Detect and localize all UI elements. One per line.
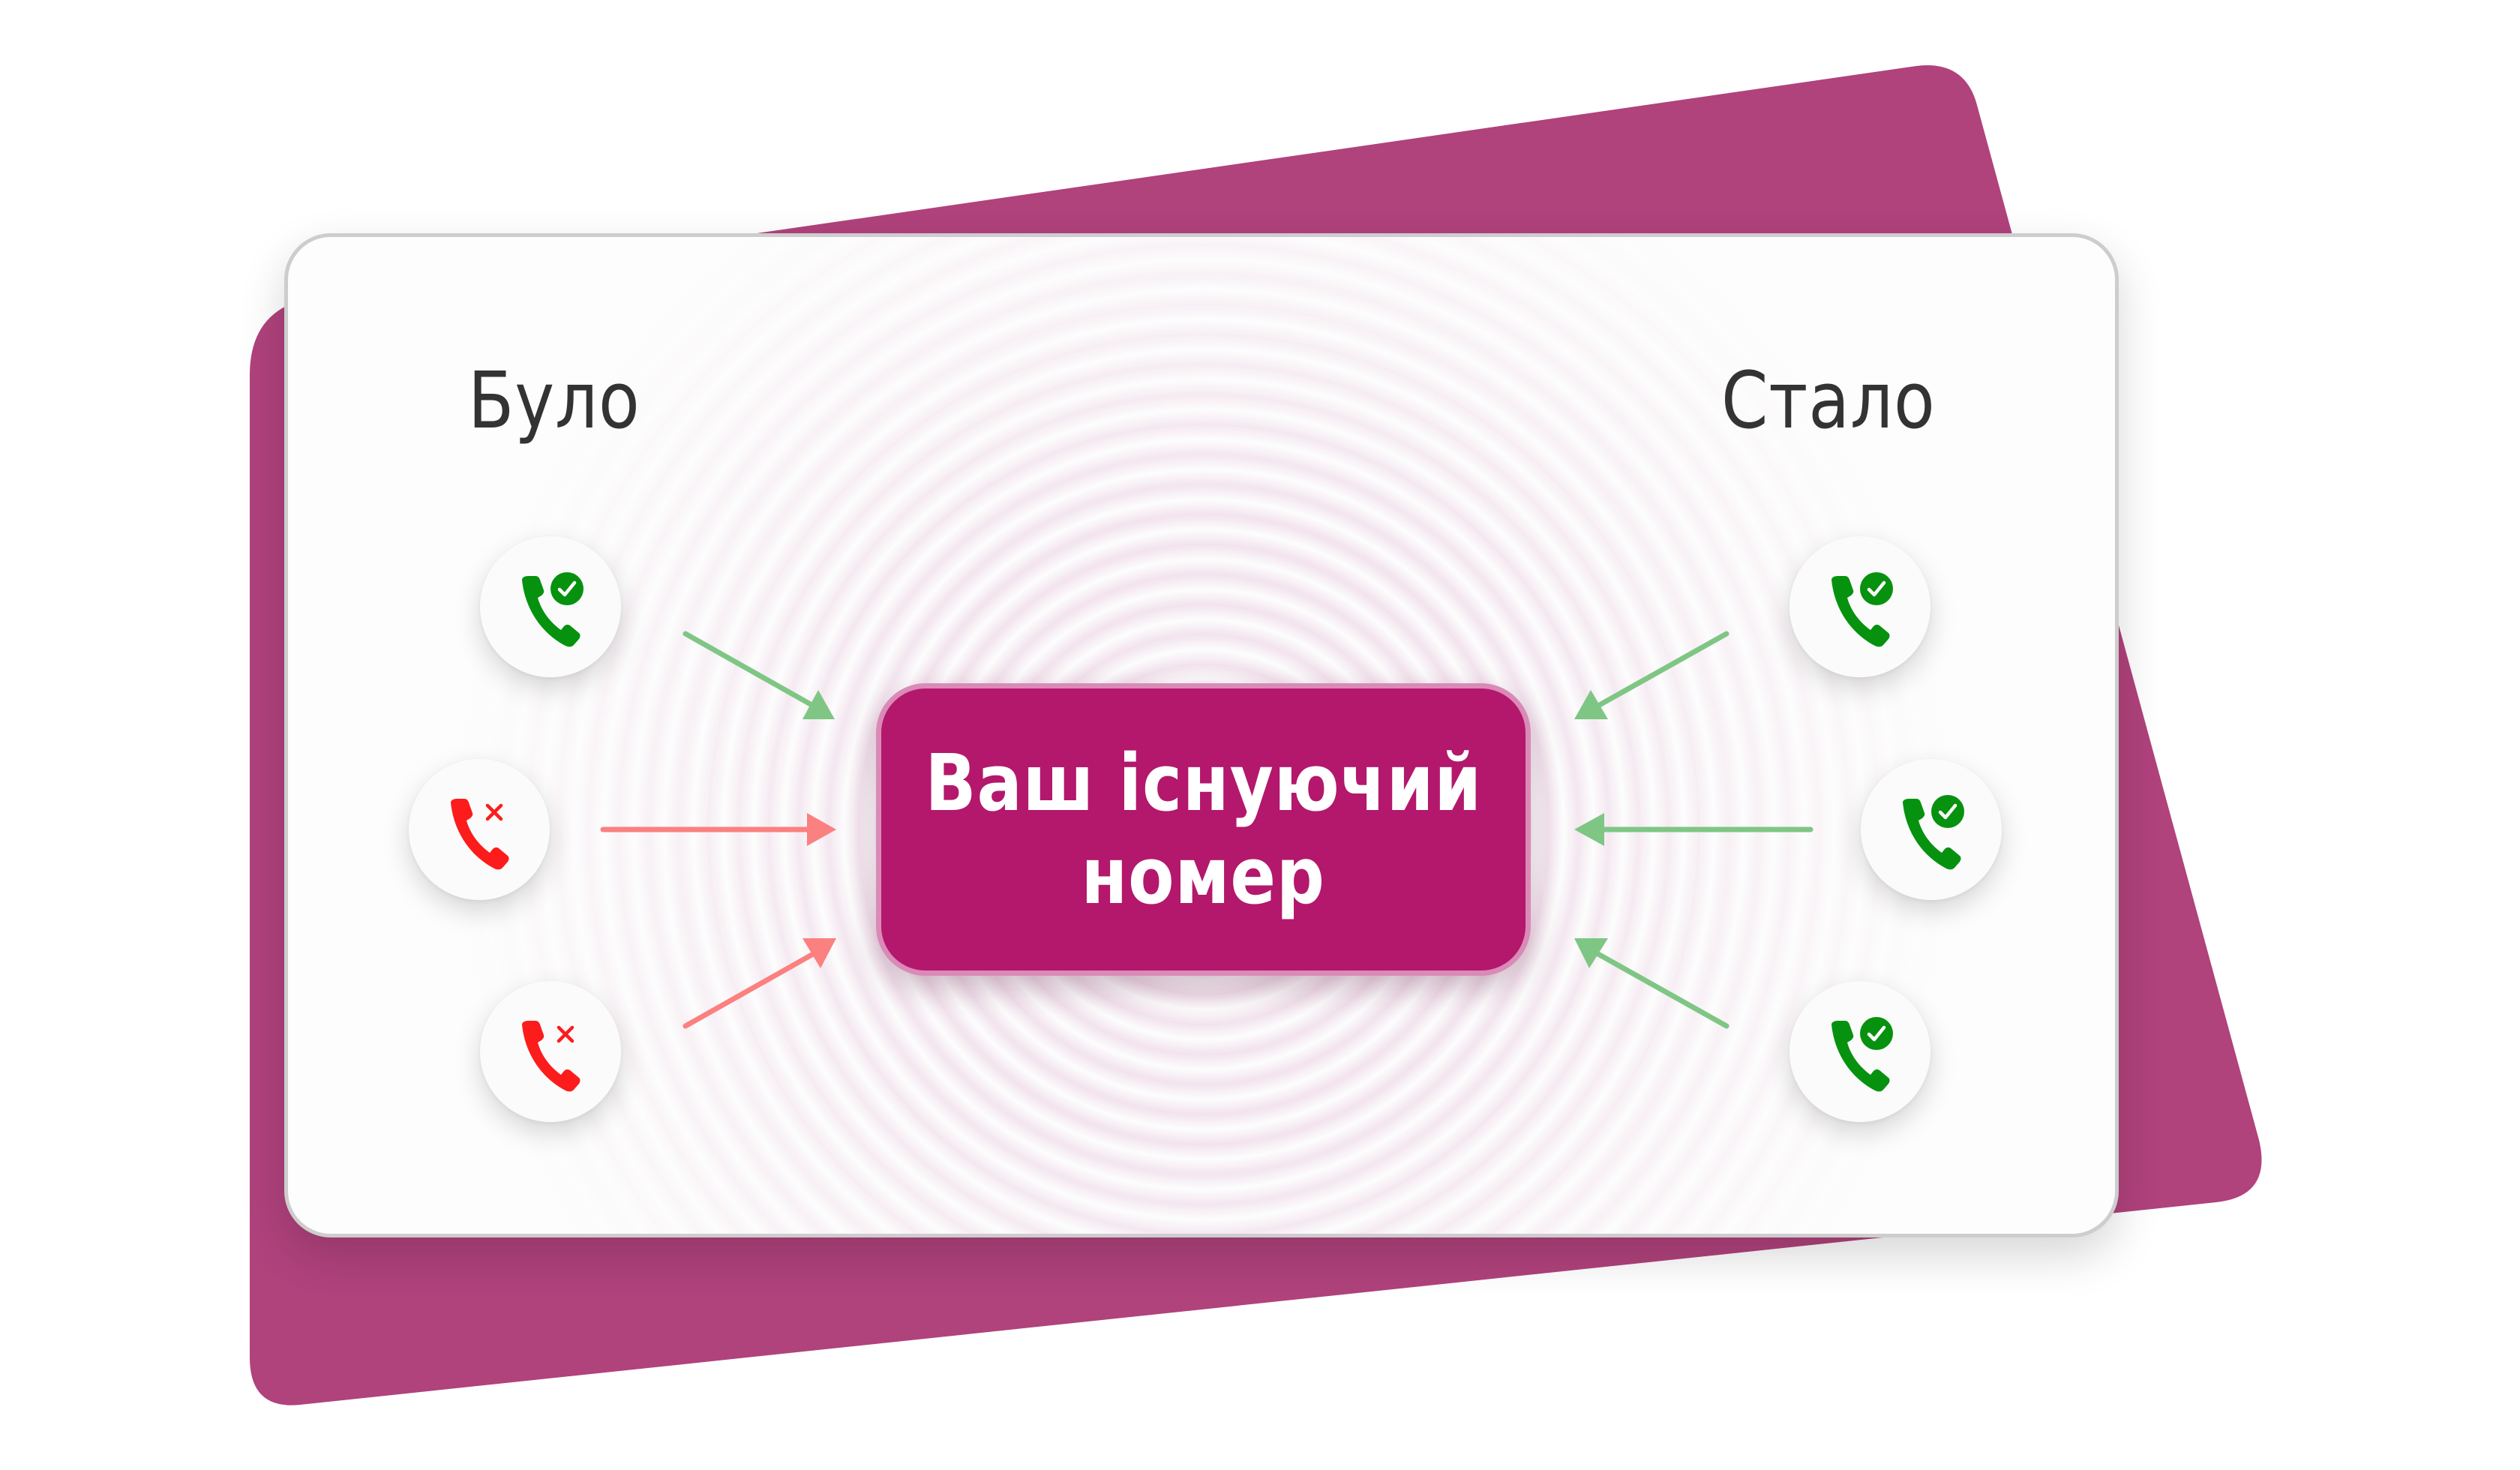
phone-check-icon bbox=[522, 572, 584, 647]
arrow-before-bottom bbox=[682, 938, 836, 1029]
existing-number-box: Ваш існуючий номер bbox=[876, 683, 1531, 976]
phone-check-icon bbox=[1832, 572, 1893, 647]
after-call-success bbox=[1861, 759, 2002, 900]
arrow-after-bottom bbox=[1574, 938, 1730, 1029]
arrows-layer bbox=[600, 631, 1814, 1029]
phone-x-icon bbox=[522, 1021, 580, 1092]
arrow-after-top bbox=[1574, 631, 1730, 719]
phone-check-icon bbox=[1832, 1017, 1893, 1092]
arrow-before-middle bbox=[600, 813, 836, 846]
before-title: Було bbox=[468, 355, 640, 446]
before-call-failed bbox=[409, 759, 550, 900]
center-label-line2: номер bbox=[1081, 830, 1326, 922]
center-label-line1: Ваш існуючий bbox=[925, 737, 1482, 829]
phone-check-icon bbox=[1903, 795, 1964, 870]
after-call-success bbox=[1790, 536, 1930, 677]
before-call-failed bbox=[480, 981, 621, 1122]
arrow-before-top bbox=[682, 631, 835, 719]
after-title: Стало bbox=[1721, 355, 1936, 446]
after-call-success bbox=[1790, 981, 1930, 1122]
arrow-after-middle bbox=[1574, 813, 1814, 846]
before-call-success bbox=[480, 536, 621, 677]
front-card: Було Стало bbox=[284, 233, 2119, 1238]
phone-x-icon bbox=[451, 799, 509, 870]
